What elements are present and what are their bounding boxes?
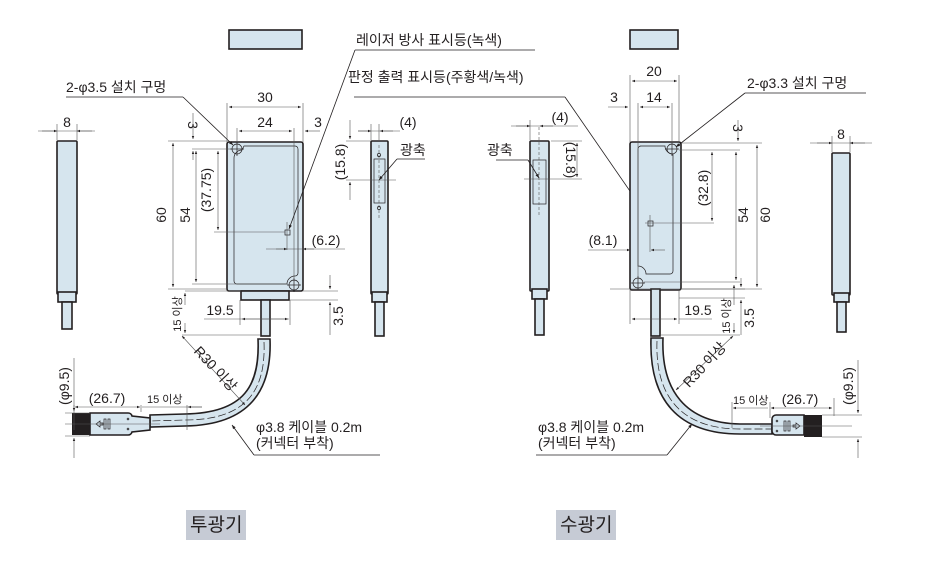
receiver-cable-note: (커넥터 부착) [538,435,616,451]
emitter-axis-side-y-dim: (15.8) [332,144,348,181]
emitter-mount-hole-label: 2-φ3.5 설치 구멍 [66,79,166,95]
receiver-width-dim: 20 [646,63,662,79]
emitter-hole-pitch-w-dim: 24 [257,114,273,130]
receiver-cable-pos-dim: 19.5 [684,302,711,318]
receiver-height-dim: 60 [757,207,773,223]
receiver-base-dim: 3.5 [741,308,757,328]
emitter-width-dim: 30 [257,89,273,105]
emitter-side-width-dim: 8 [63,114,71,130]
emitter-base-dim: 3.5 [330,306,346,326]
emitter-hole-pitch-h-dim: 54 [177,207,193,223]
receiver-edge-3-top-dim: 3 [730,124,746,132]
receiver-axis-y-dim: (32.8) [695,170,711,207]
emitter-lens-offset-dim: (4) [399,114,416,130]
receiver-edge-3-left-dim: 3 [610,89,618,105]
emitter-bend-radius: R30 이상 [191,343,241,394]
receiver-hole-pitch-h-dim: 54 [735,207,751,223]
receiver-connector-len-dim: (26.7) [782,391,819,407]
emitter-cable-note: (커넥터 부착) [256,435,334,451]
receiver-side-width-dim: 8 [837,126,845,142]
receiver-cable-label: φ3.8 케이블 0.2m [538,419,644,435]
laser-indicator-label: 레이저 방사 표시등(녹색) [356,32,502,48]
receiver-front-dims: 20 14 3 60 54 3 (32.8) (8.1) [588,63,773,336]
emitter-edge-3-right-dim: 3 [314,114,322,130]
emitter-cable-dims: R30 이상 (26.7) 15 이상 (φ9.5) [56,335,246,458]
emitter-min-15-vertical: 15 이상 [171,296,184,332]
emitter-connector-len-dim: (26.7) [89,390,126,406]
emitter-right-side-view: (4) (15.8) 광축 [332,114,426,337]
emitter-front-view [226,141,304,337]
emitter-title: 투광기 [186,510,247,540]
receiver-min-15: 15 이상 [733,394,769,407]
emitter-drawing: 8 30 24 3 [38,29,653,458]
receiver-mount-hole-label: 2-φ3.3 설치 구멍 [747,75,847,91]
receiver-connector-dia-dim: (φ9.5) [840,367,856,405]
emitter-axis-y-dim: (37.75) [198,168,214,212]
emitter-top-view [228,29,303,50]
receiver-cable-dims: R30 이상 15 이상 (26.7) (φ9.5) [675,335,862,458]
receiver-hole-pitch-w-dim: 14 [646,89,662,105]
receiver-left-side-view: (4) (15.8) 광축 [487,109,582,336]
emitter-cable-pos-dim: 19.5 [206,302,233,318]
receiver-drawing: (4) (15.8) 광축 20 [487,29,872,458]
receiver-min-15-vertical: 15 이상 [720,298,733,334]
receiver-top-view [629,29,679,50]
output-indicator-label: 판정 출력 표시등(주황색/녹색) [348,69,524,85]
receiver-axis-side-y-dim: (15.8) [563,142,579,179]
emitter-connector-dia-dim: (φ9.5) [56,367,72,405]
receiver-optical-axis-label: 광축 [487,142,513,158]
emitter-front-dims: 30 24 3 60 54 3 (37.75) (6.2) [153,89,346,336]
emitter-min-15: 15 이상 [147,393,183,406]
emitter-left-side-view: 8 [38,114,95,330]
receiver-cable [650,337,852,437]
receiver-title: 수광기 [556,510,617,540]
emitter-cable-label: φ3.8 케이블 0.2m [256,419,362,435]
emitter-height-dim: 60 [153,207,169,223]
receiver-lens-offset-dim: (4) [551,109,568,125]
emitter-axis-x-dim: (6.2) [312,232,341,248]
emitter-edge-3-top-dim: 3 [185,121,201,129]
receiver-right-side-view: 8 [810,126,872,333]
receiver-bend-radius: R30 이상 [680,339,730,390]
emitter-optical-axis-label: 광축 [400,142,426,158]
receiver-axis-x-dim: (8.1) [589,232,618,248]
emitter-cable [65,338,271,436]
